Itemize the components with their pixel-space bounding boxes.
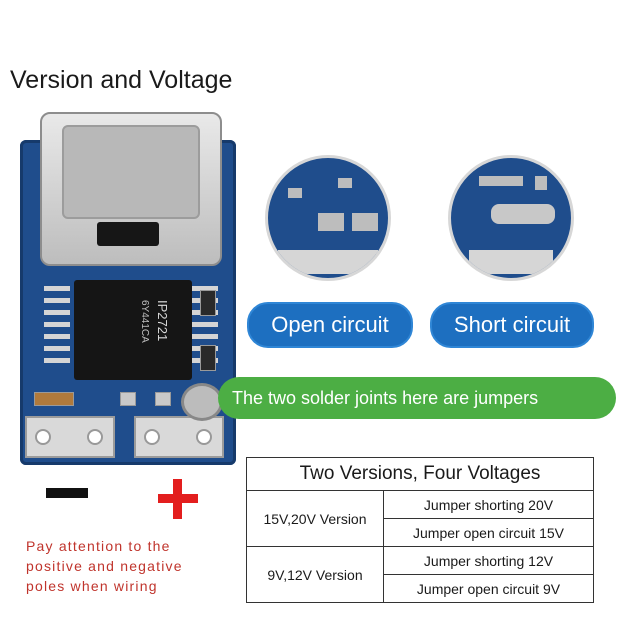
- terminal-hole: [35, 429, 51, 445]
- short-circuit-label: Short circuit: [430, 302, 594, 348]
- negative-terminal: [25, 416, 115, 458]
- polarity-note-line: positive and negative: [26, 558, 183, 574]
- chip-pin: [44, 334, 70, 339]
- ic-chip: [74, 280, 192, 380]
- chip-pin: [44, 346, 70, 351]
- smd-resistor: [34, 392, 74, 406]
- chip-pin: [44, 298, 70, 303]
- table-row: 9V,12V Version Jumper shorting 12V: [246, 546, 594, 603]
- plus-symbol-text: +: [0, 0, 1, 1]
- smd-pad: [535, 176, 547, 190]
- polarity-note-line: poles when wiring: [26, 578, 158, 594]
- zoom-open-circuit: [265, 155, 391, 281]
- open-circuit-label: Open circuit: [247, 302, 413, 348]
- chip-pin: [44, 286, 70, 291]
- jumper-pad-left: [318, 213, 344, 231]
- smd-pad: [479, 176, 523, 186]
- table-row: 15V,20V Version Jumper shorting 20V: [246, 490, 594, 547]
- chip-pin: [192, 334, 218, 339]
- option-cell: Jumper open circuit 9V: [383, 574, 594, 603]
- plus-symbol-icon: [173, 479, 182, 519]
- jumper-note-bar: The two solder joints here are jumpers: [218, 377, 616, 419]
- option-cell: Jumper open circuit 15V: [383, 518, 594, 547]
- terminal-hole: [87, 429, 103, 445]
- option-cell: Jumper shorting 12V: [383, 546, 594, 575]
- smd-pad: [155, 392, 171, 406]
- table-row: Jumper open circuit 9V: [247, 574, 594, 603]
- usb-c-opening: [62, 125, 200, 219]
- voltage-table: Two Versions, Four Voltages 15V,20V Vers…: [246, 457, 594, 603]
- chip-pin: [192, 322, 218, 327]
- option-cell: Jumper shorting 20V: [383, 490, 594, 519]
- smd-diode: [200, 290, 216, 316]
- smd-diode: [200, 345, 216, 371]
- terminal-strip: [278, 250, 378, 274]
- chip-pin: [44, 358, 70, 363]
- minus-symbol-icon: [46, 488, 88, 498]
- polarity-note: Pay attention to the positive and negati…: [26, 536, 236, 596]
- smd-pad: [288, 188, 302, 198]
- terminal-hole: [144, 429, 160, 445]
- zoom-short-circuit: [448, 155, 574, 281]
- smd-pad: [120, 392, 136, 406]
- positive-terminal: [134, 416, 224, 458]
- table-header: Two Versions, Four Voltages: [246, 457, 594, 491]
- version-cell: 15V,20V Version: [246, 490, 384, 547]
- polarity-note-line: Pay attention to the: [26, 538, 171, 554]
- chip-marking-1: IP2721: [155, 300, 170, 342]
- version-cell: 9V,12V Version: [246, 546, 384, 603]
- chip-pin: [192, 286, 218, 291]
- chip-pin: [44, 310, 70, 315]
- terminal-hole: [196, 429, 212, 445]
- jumper-solder-joint: [181, 383, 223, 421]
- jumper-bridged: [491, 204, 555, 224]
- chip-pin: [44, 322, 70, 327]
- chip-marking-2: 6Y441CA: [139, 300, 150, 343]
- transistor-component: [97, 222, 159, 246]
- jumper-note-text: The two solder joints here are jumpers: [232, 387, 539, 408]
- jumper-pad-right: [352, 213, 378, 231]
- page-title: Version and Voltage: [10, 66, 233, 94]
- smd-pad: [338, 178, 352, 188]
- terminal-strip: [469, 250, 553, 274]
